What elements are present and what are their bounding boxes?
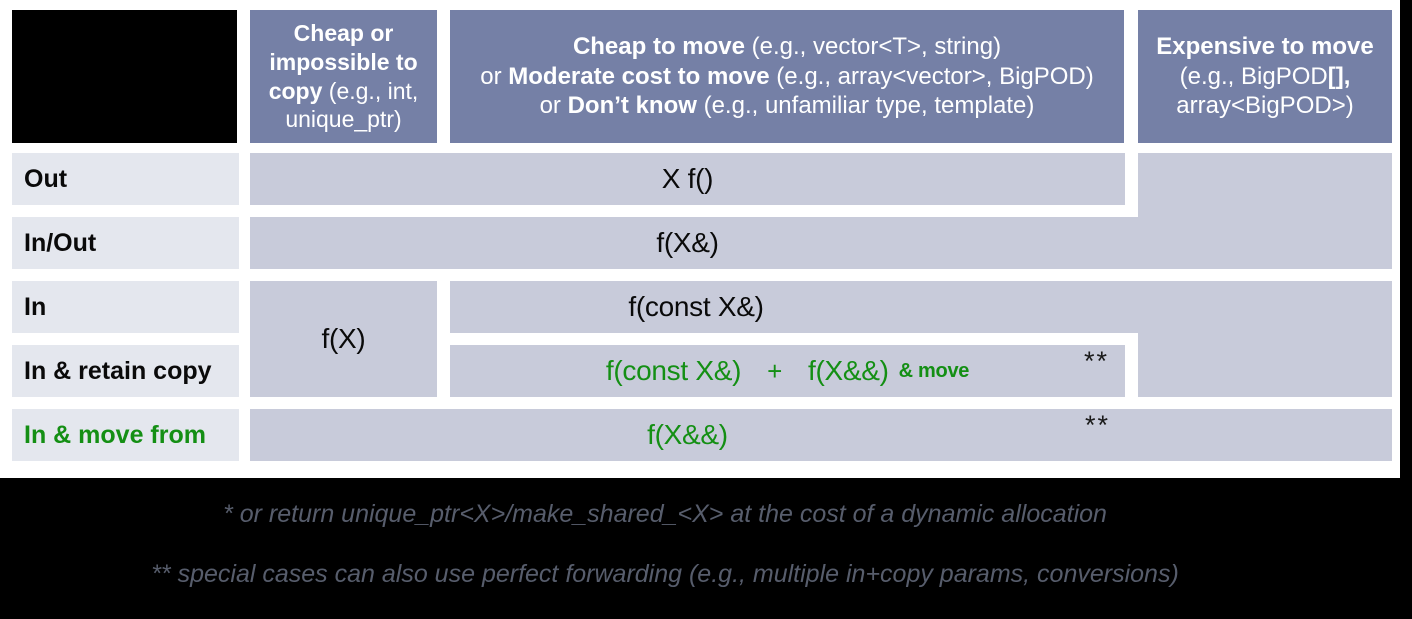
movefrom-rvalue-ref: f(X&&) (647, 419, 728, 450)
double-asterisk-footnote-marker: ** (1083, 346, 1109, 376)
footer-band (0, 478, 1412, 619)
row-label-in-retain-copy: In & retain copy (12, 345, 239, 397)
column-header-text: Cheap or impossible to copy (e.g., int, … (268, 20, 419, 133)
header-line-2: (e.g., BigPOD[], (1179, 62, 1351, 90)
right-black-strip (1400, 0, 1412, 619)
column-header-cheap-or-moderate-move: Cheap to move (e.g., vector<T>, string) … (450, 10, 1124, 143)
column-header-expensive-move: Expensive to move (e.g., BigPOD[], array… (1138, 10, 1392, 143)
footnote-perfect-forwarding: ** special cases can also use perfect fo… (151, 560, 1179, 588)
cell-in-move-from-signature: f(X&&) ** (250, 409, 1392, 461)
header-line-3: array<BigPOD>) (1176, 92, 1354, 120)
header-line-1: Cheap to move (e.g., vector<T>, string) (572, 32, 1002, 60)
header-line-2: or Moderate cost to move (e.g., array<ve… (480, 62, 1094, 90)
row-label-inout: In/Out (12, 217, 239, 269)
cell-in-signature: f(const X&) (450, 281, 1392, 333)
header-line-3: or Don’t know (e.g., unfamiliar type, te… (539, 92, 1035, 120)
cell-inout-signature: f(X&) (250, 217, 1392, 269)
header-line-1: Expensive to move (1156, 32, 1374, 60)
cell-pass-by-value: f(X) (250, 281, 437, 397)
row-label-out: Out (12, 153, 239, 205)
footnotes: * or return unique_ptr<X>/make_shared_<X… (0, 478, 1330, 619)
row-label-in: In (12, 281, 239, 333)
row-label-in-move-from: In & move from (12, 409, 239, 461)
corner-box (12, 10, 237, 143)
footnote-dynamic-allocation: * or return unique_ptr<X>/make_shared_<X… (223, 500, 1107, 528)
cell-out-signature: X f() (250, 153, 1125, 205)
double-asterisk-footnote-marker: ** (1084, 410, 1110, 440)
column-header-cheap-copy: Cheap or impossible to copy (e.g., int, … (250, 10, 437, 143)
plus-sign: + (767, 355, 782, 386)
cell-in-retain-copy-signature: f(const X&) + f(X&&) & move ** (450, 345, 1125, 397)
retain-move-suffix: & move (898, 359, 970, 382)
retain-const-ref: f(const X&) (605, 355, 742, 386)
retain-rvalue-ref: f(X&&) (807, 355, 889, 386)
cell-expensive-retain-span (1138, 333, 1392, 397)
